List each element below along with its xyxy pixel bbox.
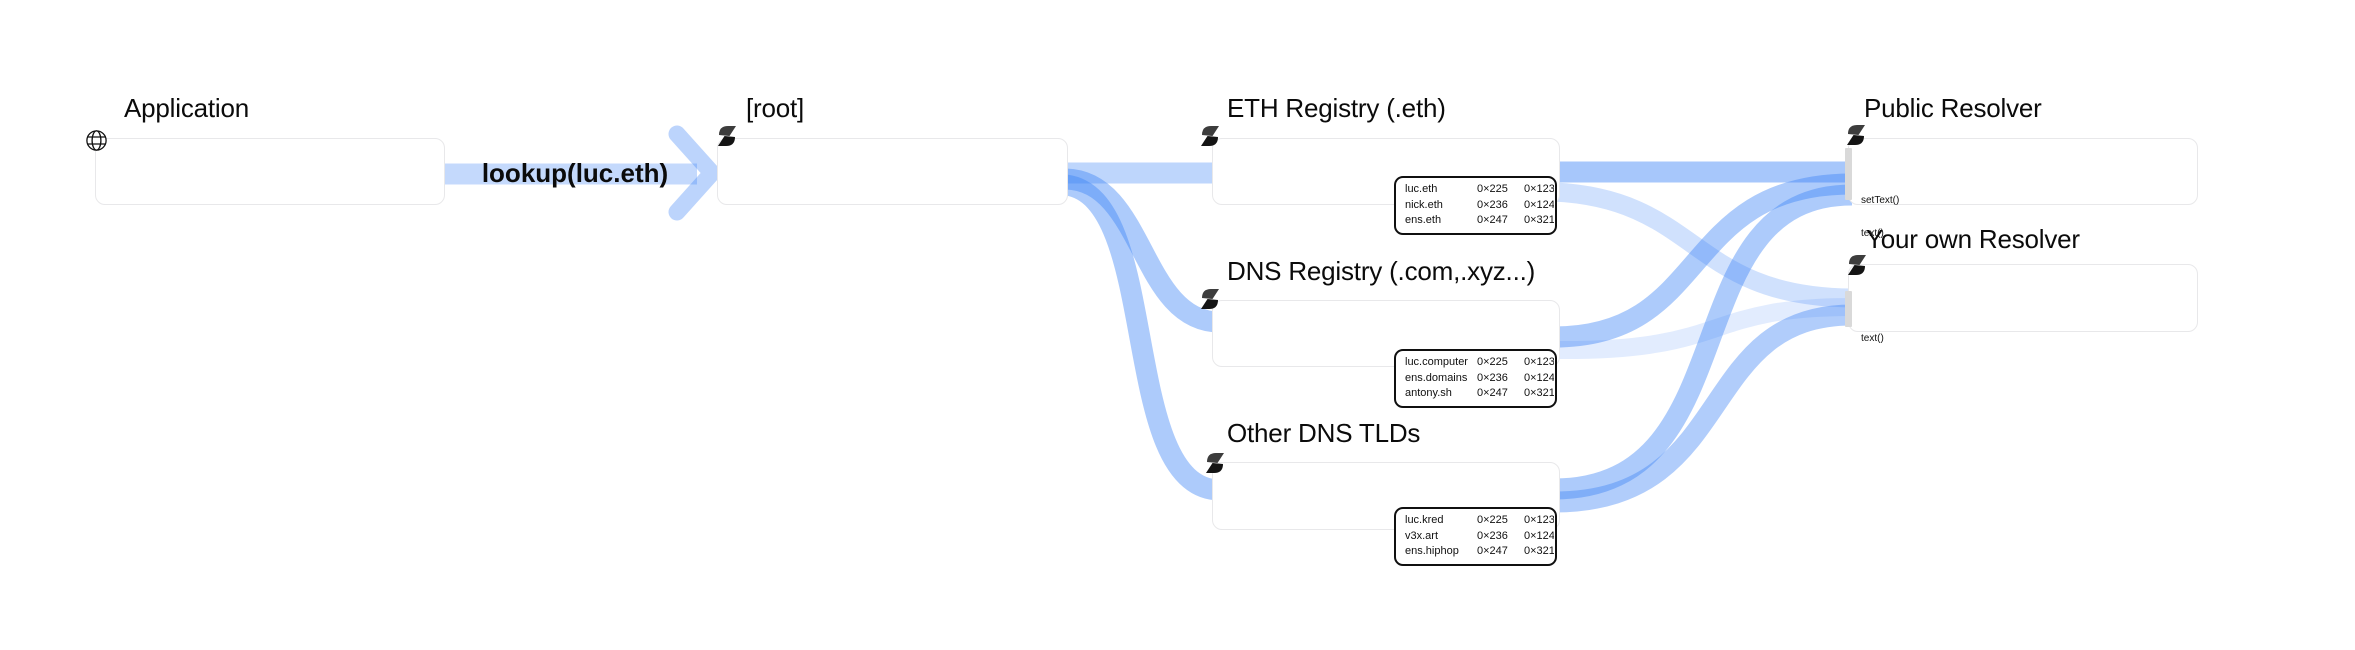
root-node-label: [root] <box>746 93 805 123</box>
record-resolver: 0×321 <box>1524 545 1554 557</box>
public-resolver-node-label: Public Resolver <box>1864 93 2042 123</box>
record-name: nick.eth <box>1405 198 1443 211</box>
record-name: antony.sh <box>1405 387 1452 399</box>
edge-root-to-dns-registry <box>1064 168 1221 333</box>
table-row: luc.eth 0×225 0×123 <box>1405 182 1554 198</box>
own-resolver-port-strip <box>1845 291 1852 327</box>
table-row: antony.sh 0×247 0×321 <box>1405 386 1554 402</box>
table-row: ens.hiphop 0×247 0×321 <box>1405 544 1554 560</box>
table-row: luc.computer 0×225 0×123 <box>1405 355 1554 371</box>
record-name: luc.computer <box>1405 356 1468 368</box>
edge-root-to-other-tlds <box>1063 174 1222 501</box>
table-row: v3x.art 0×236 0×124 <box>1405 529 1554 545</box>
own-resolver-node-label: Your own Resolver <box>1866 224 2080 254</box>
record-resolver: 0×321 <box>1524 214 1554 226</box>
record-name: ens.domains <box>1405 371 1468 384</box>
contract-sync-icon <box>1206 453 1224 473</box>
record-name: ens.eth <box>1405 214 1442 226</box>
record-owner: 0×247 <box>1477 214 1508 226</box>
record-resolver: 0×123 <box>1524 514 1554 526</box>
contract-sync-icon <box>1201 289 1219 309</box>
root-node-box <box>717 138 1068 205</box>
table-row: ens.eth 0×247 0×321 <box>1405 213 1554 229</box>
record-name: luc.kred <box>1405 514 1444 526</box>
contract-sync-icon <box>718 126 736 146</box>
table-row: luc.kred 0×225 0×123 <box>1405 513 1554 529</box>
method-label: setText() <box>1861 195 1900 206</box>
record-resolver: 0×123 <box>1524 183 1554 195</box>
record-owner: 0×236 <box>1477 371 1508 384</box>
record-owner: 0×236 <box>1477 529 1508 542</box>
public-resolver-methods: setText() text() <box>1861 173 1899 261</box>
contract-sync-icon <box>1201 126 1219 146</box>
record-resolver: 0×124 <box>1524 198 1554 211</box>
record-owner: 0×247 <box>1477 387 1508 399</box>
contract-sync-icon <box>1847 125 1865 145</box>
edge-dns-registry-to-own-resolver <box>1553 298 1853 360</box>
public-resolver-port-strip <box>1845 148 1852 200</box>
record-name: ens.hiphop <box>1405 545 1459 557</box>
record-resolver: 0×321 <box>1524 387 1554 399</box>
table-row: ens.domains 0×236 0×124 <box>1405 371 1554 387</box>
record-name: luc.eth <box>1405 183 1438 195</box>
table-row: nick.eth 0×236 0×124 <box>1405 198 1554 214</box>
record-owner: 0×236 <box>1477 198 1508 211</box>
edge-other-tlds-to-own-resolver <box>1553 304 1853 513</box>
own-resolver-methods: text() <box>1861 311 1884 366</box>
edge-dns-registry-to-public-resolver <box>1553 173 1853 348</box>
lookup-call-label: lookup(luc.eth) <box>481 158 669 188</box>
record-owner: 0×225 <box>1477 356 1508 368</box>
other-tlds-node-label: Other DNS TLDs <box>1227 418 1421 448</box>
eth-registry-records-table: luc.eth 0×225 0×123 nick.eth 0×236 0×124… <box>1394 176 1557 235</box>
edge-application-arrowhead-icon <box>668 125 721 221</box>
dns-registry-node-label: DNS Registry (.com,.xyz...) <box>1227 256 1536 286</box>
contract-sync-icon <box>1848 255 1866 275</box>
record-resolver: 0×124 <box>1524 529 1554 542</box>
application-node-label: Application <box>124 93 249 123</box>
record-resolver: 0×124 <box>1524 371 1554 384</box>
edge-eth-registry-to-own-resolver <box>1553 182 1853 308</box>
application-node-box <box>95 138 445 205</box>
record-resolver: 0×123 <box>1524 356 1554 368</box>
method-label: text() <box>1861 228 1884 239</box>
eth-registry-node-label: ETH Registry (.eth) <box>1227 93 1446 123</box>
record-owner: 0×225 <box>1477 183 1508 195</box>
record-owner: 0×247 <box>1477 545 1508 557</box>
dns-registry-records-table: luc.computer 0×225 0×123 ens.domains 0×2… <box>1394 349 1557 408</box>
record-owner: 0×225 <box>1477 514 1508 526</box>
edge-other-tlds-to-public-resolver <box>1553 184 1853 500</box>
method-label: text() <box>1861 333 1884 344</box>
globe-icon <box>86 130 107 151</box>
other-tlds-records-table: luc.kred 0×225 0×123 v3x.art 0×236 0×124… <box>1394 507 1557 566</box>
record-name: v3x.art <box>1405 529 1439 542</box>
public-resolver-node-box <box>1848 138 2198 205</box>
own-resolver-node-box <box>1848 264 2198 332</box>
